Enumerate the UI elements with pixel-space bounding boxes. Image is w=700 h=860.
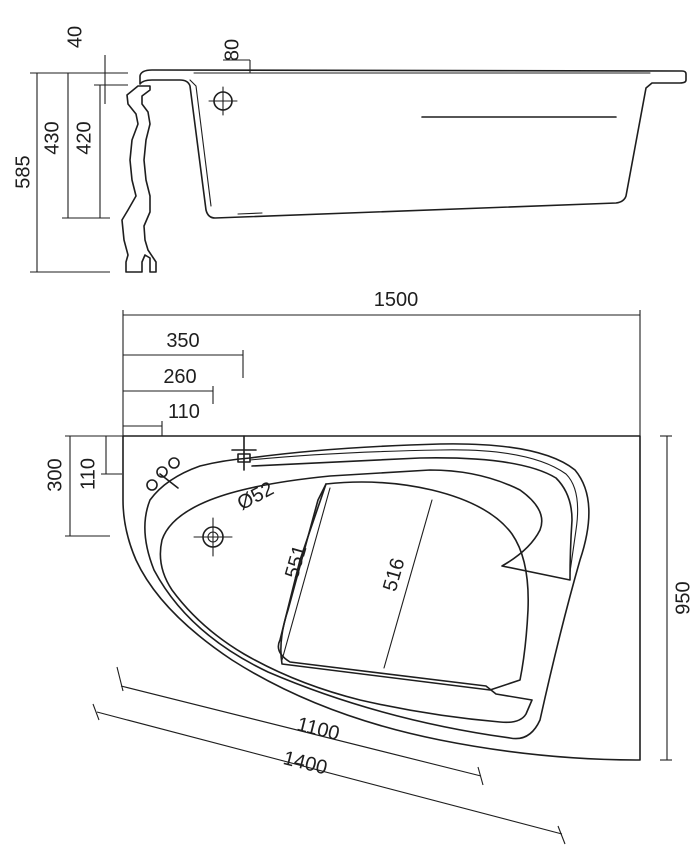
plan-view-seat-line-551: [281, 487, 331, 661]
side-view-tub-outline: [139, 69, 687, 219]
dim-110-top-label: 110: [168, 401, 200, 423]
drain-icon: [193, 517, 233, 557]
dim-1100-label: 1100: [295, 713, 342, 745]
plan-view: 1500 350 260 110 300 110 950 Ø52 551 516: [44, 289, 694, 845]
plan-view-basin-inner: [159, 457, 573, 724]
plan-view-headrest: [249, 449, 579, 573]
dim-300-label: 300: [44, 458, 66, 491]
dim-1400-label: 1400: [281, 747, 330, 779]
dim-585-label: 585: [12, 155, 34, 188]
plan-view-seat-line-516: [383, 499, 433, 669]
dim-80-label: 80: [221, 39, 243, 61]
control-knobs-icon: [146, 457, 180, 491]
dim-430-label: 430: [41, 121, 63, 154]
side-view: 585 430 420 40 80: [12, 26, 687, 273]
side-view-support-leg: [121, 85, 157, 273]
dim-40-label: 40: [64, 26, 86, 48]
dim-350-label: 350: [166, 330, 199, 352]
dim-551-label: 551: [281, 543, 311, 581]
dim-420-label: 420: [73, 121, 95, 154]
dim-950-label: 950: [672, 581, 694, 614]
plan-view-basin-outer: [144, 443, 590, 740]
dim-1500-label: 1500: [374, 289, 419, 311]
dim-110-side-label: 110: [77, 458, 99, 490]
tap-icon: [231, 435, 257, 471]
plan-view-seat: [280, 481, 529, 691]
plan-view-outer-contour: [122, 435, 641, 761]
side-view-drain-foot: [237, 212, 263, 215]
side-view-inner-wall: [189, 79, 212, 207]
dim-516-label: 516: [379, 556, 409, 594]
dim-260-label: 260: [163, 366, 196, 388]
